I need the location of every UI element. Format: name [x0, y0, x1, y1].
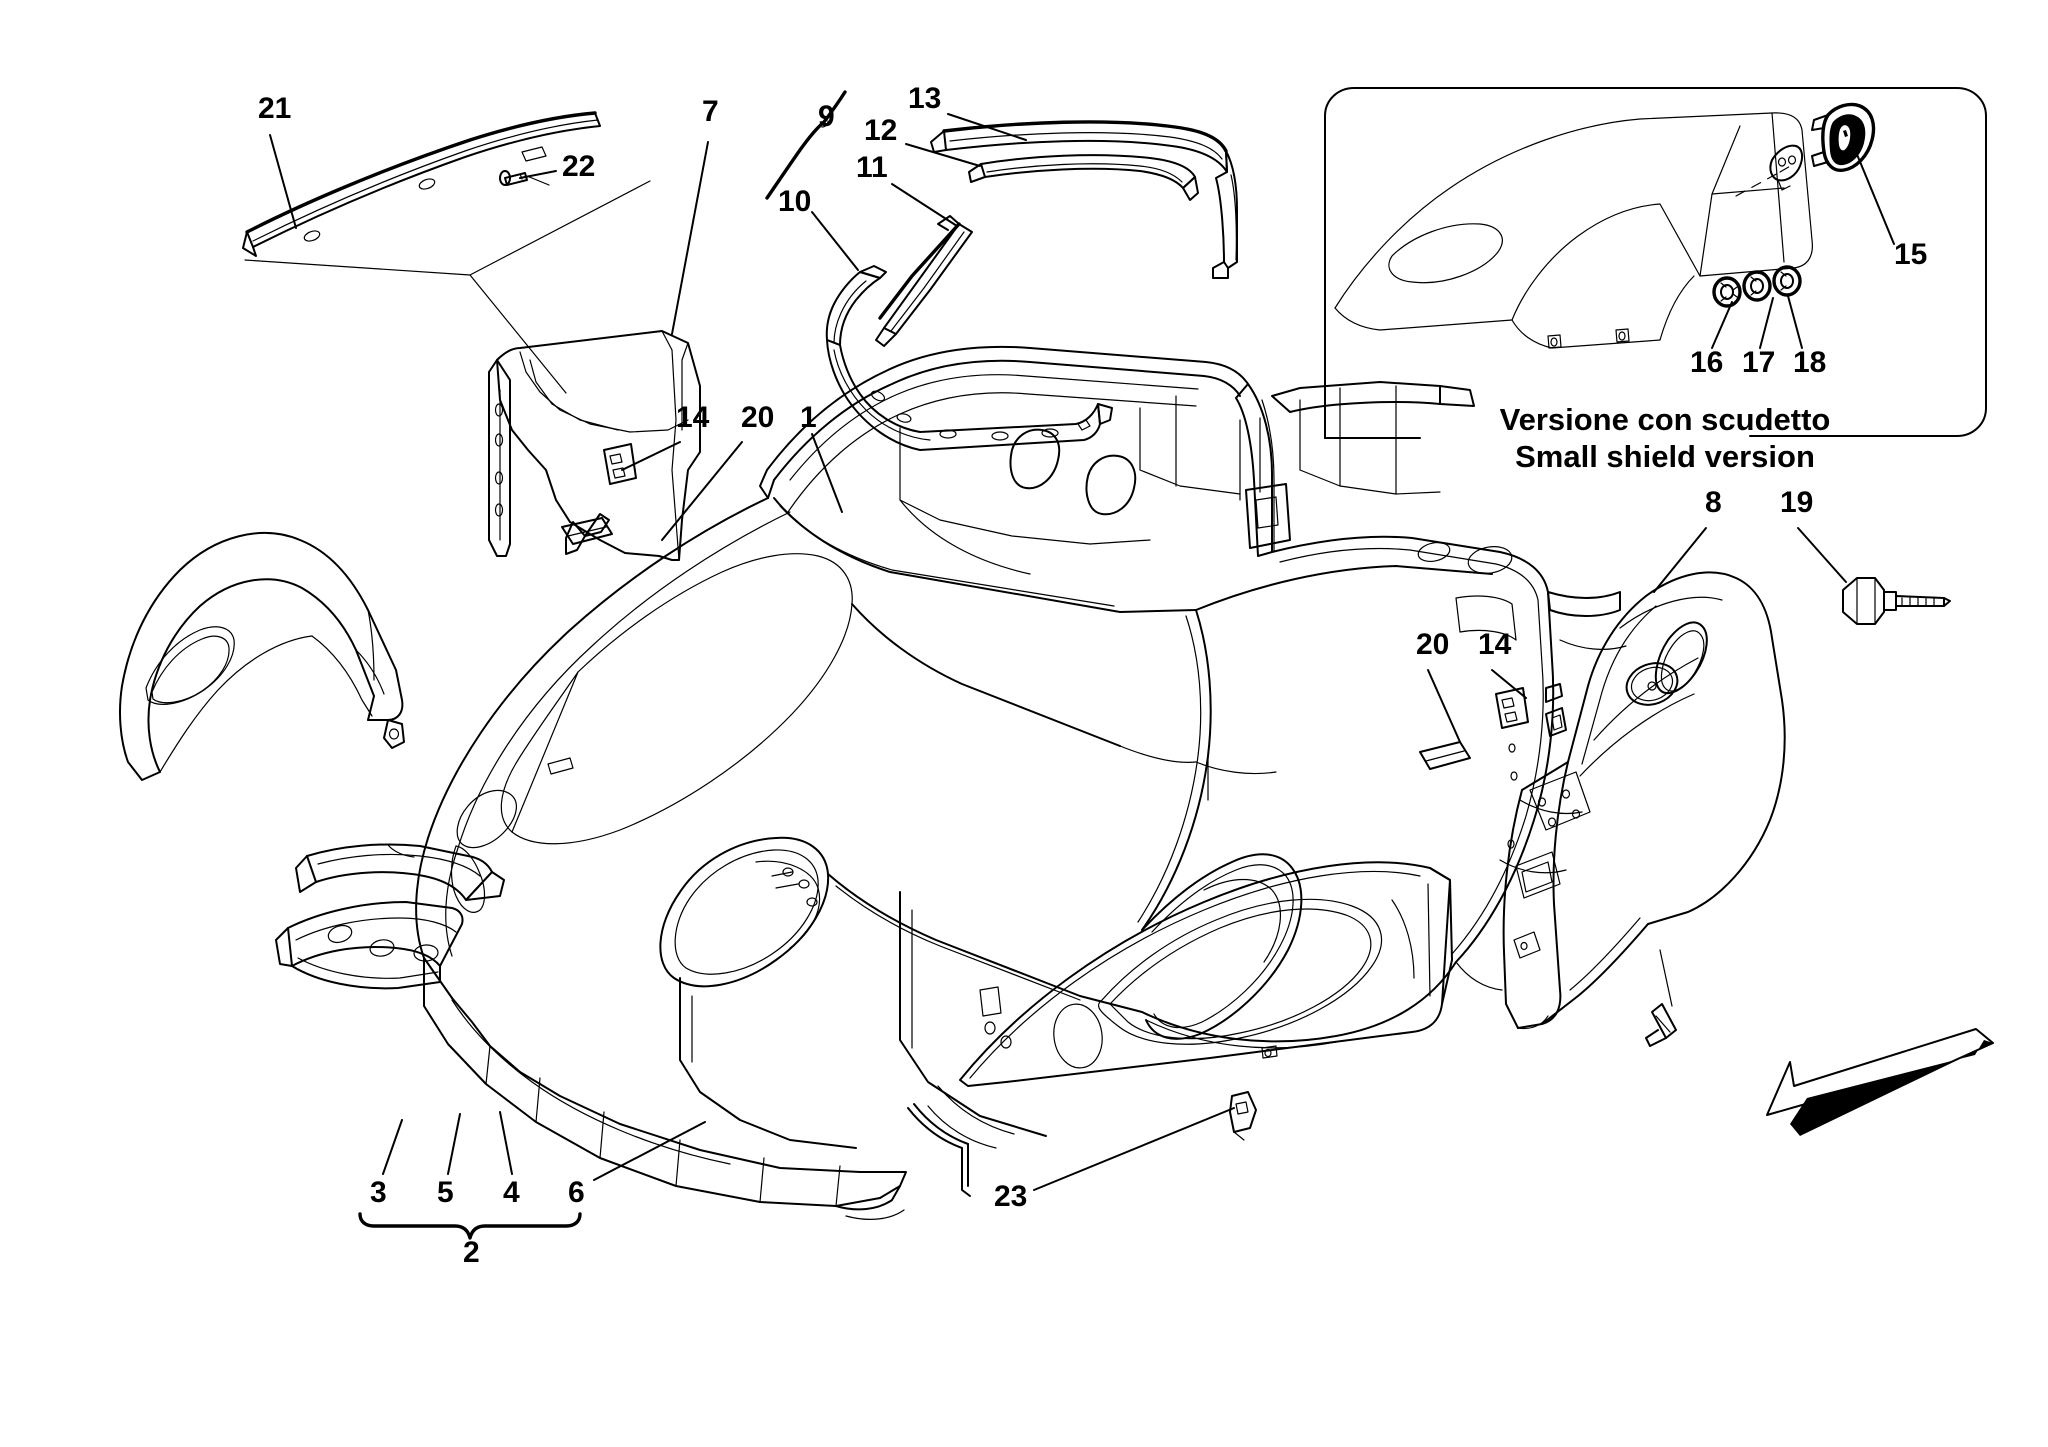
part-19-flange-bolt	[1842, 577, 1951, 625]
part-6-front-fender	[119, 532, 405, 781]
callout-8: 8	[1705, 486, 1722, 519]
rear-bumper-panel	[959, 861, 1453, 1141]
inset-front-fender	[1334, 112, 1813, 349]
part-20-shim-left	[561, 517, 613, 545]
callout-10: 10	[778, 185, 812, 218]
part-11-windscreen-pillar-trim	[875, 215, 973, 347]
callout-5: 5	[437, 1176, 454, 1209]
callout-12: 12	[864, 114, 898, 147]
part-13-windscreen-frame-cover	[930, 120, 1238, 279]
callout-20-right: 20	[1416, 628, 1450, 661]
callout-16: 16	[1690, 346, 1724, 379]
callout-19: 19	[1780, 486, 1814, 519]
callout-20-left: 20	[741, 401, 775, 434]
part-15-shield-emblem	[1811, 102, 1876, 173]
callout-11: 11	[856, 151, 888, 184]
part-20-shim-right	[1419, 741, 1471, 770]
callout-3: 3	[370, 1176, 387, 1209]
part-14-body-plug-left	[603, 443, 637, 485]
callout-6: 6	[568, 1176, 585, 1209]
part-3-lower-sill-trim	[275, 901, 464, 990]
inset-caption-english: Small shield version	[1515, 438, 1815, 474]
inset-caption: Versione con scudetto Small shield versi…	[1420, 402, 1910, 475]
part-22-moulding-stud	[499, 170, 550, 186]
callout-23: 23	[994, 1180, 1028, 1213]
part-group-9-windscreen-frame	[765, 90, 847, 200]
callout-17: 17	[1742, 346, 1776, 379]
part-8-rear-quarter-panel	[1502, 571, 1786, 1047]
part-16-emblem-nut	[1712, 276, 1742, 308]
leader-lines	[269, 113, 1895, 1191]
part-10-windscreen-lower-trim	[825, 265, 1113, 451]
callout-9: 9	[818, 100, 835, 133]
part-1-body-shell	[415, 345, 1627, 1220]
callout-22: 22	[562, 150, 596, 183]
callout-14-left: 14	[676, 401, 710, 434]
callout-18: 18	[1793, 346, 1827, 379]
callout-1: 1	[800, 401, 817, 434]
part-14-body-plug-right	[1495, 687, 1529, 729]
callout-7: 7	[702, 95, 719, 128]
direction-of-travel-arrow	[1766, 1028, 1994, 1136]
callout-4: 4	[503, 1176, 520, 1209]
inset-box-small-shield-version	[1324, 87, 1987, 439]
callout-14-right: 14	[1478, 628, 1512, 661]
part-23-rear-bumper-bracket	[1229, 1091, 1257, 1141]
callout-2: 2	[463, 1236, 480, 1269]
part-21-roof-side-moulding	[242, 111, 651, 394]
part-12-windscreen-upper-rail	[968, 154, 1199, 201]
callout-21: 21	[258, 92, 292, 125]
callout-15: 15	[1894, 238, 1928, 271]
inset-caption-italian: Versione con scudetto	[1499, 402, 1831, 437]
part-7-a-pillar-panel	[488, 330, 701, 561]
part-18-emblem-spacer	[1772, 265, 1802, 297]
part-5-upper-sill-trim	[295, 843, 505, 901]
grouping-bracket-item-2	[358, 1212, 582, 1240]
callout-13: 13	[908, 82, 942, 115]
part-17-emblem-washer	[1742, 270, 1772, 302]
